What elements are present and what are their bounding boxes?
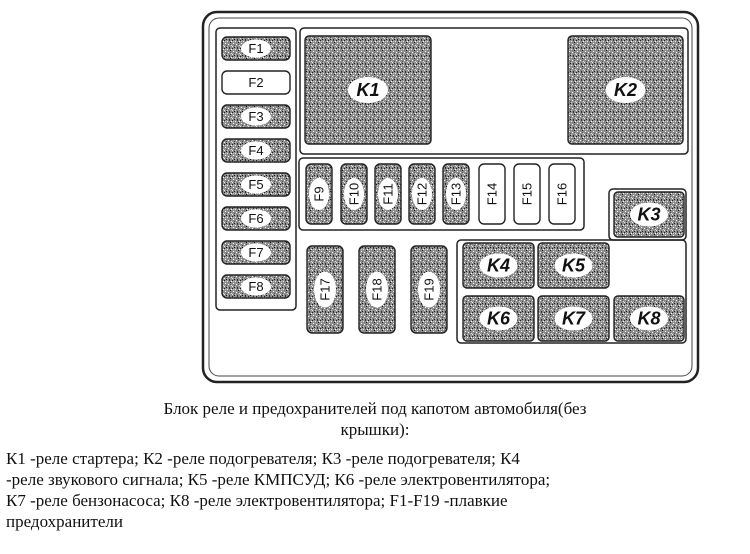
- caption-title-line1: Блок реле и предохранителей под капотом …: [163, 399, 587, 418]
- k1-label-bg: [348, 77, 388, 103]
- relay-k1: K1: [304, 35, 432, 145]
- k3-label: K3: [637, 205, 660, 225]
- k5-label: K5: [562, 256, 586, 276]
- f17-label-bg: [314, 271, 336, 308]
- caption-body-line1: К1 -реле стартера; К2 -реле подогревател…: [6, 449, 520, 468]
- caption-body-line2: -реле звукового сигнала; К5 -реле КМПСУД…: [6, 470, 551, 489]
- caption-title-line2: крышки):: [340, 420, 410, 439]
- f9-label-bg: [309, 178, 329, 210]
- k4-label-bg: [479, 253, 518, 278]
- relay-k2: K2: [567, 35, 684, 145]
- f18-label-bg: [366, 271, 388, 308]
- f6-label-bg: [241, 209, 271, 228]
- fuse-f6: F6: [221, 206, 291, 231]
- k4-label: K4: [487, 256, 510, 276]
- big-relay-group: K1 K2: [304, 35, 684, 145]
- f16-label: F16: [555, 183, 570, 205]
- k8-label-bg: [630, 306, 668, 331]
- f15-label: F15: [520, 183, 535, 205]
- k8-label: K8: [637, 309, 660, 329]
- f16-body: [548, 163, 576, 225]
- f15-body: [513, 163, 541, 225]
- f7-label: F7: [248, 245, 263, 260]
- f7-label-bg: [241, 243, 271, 262]
- fuse-f5: F5: [221, 172, 291, 197]
- mid-fuse-housing: [298, 157, 585, 231]
- mid-fuse-row: F9 F10 F11 F12 F13 F14 F15 F16: [305, 163, 576, 225]
- f12-label: F12: [415, 183, 430, 205]
- f11-label-bg: [378, 178, 398, 210]
- k6-label-bg: [479, 306, 518, 331]
- f18-label: F18: [370, 278, 385, 300]
- k6-label: K6: [487, 309, 511, 329]
- f9-label: F9: [312, 186, 327, 201]
- f19-label: F19: [422, 278, 437, 300]
- f8-label-bg: [241, 277, 271, 296]
- k1-label: K1: [356, 80, 379, 100]
- f19-label-bg: [418, 271, 440, 308]
- fuse-f12: F12: [408, 163, 436, 225]
- relay-k5: K5: [537, 242, 610, 289]
- caption-body-line4: предохранители: [6, 512, 123, 531]
- k2-label: K2: [614, 80, 637, 100]
- relay-group-housing: [456, 239, 687, 344]
- f1-label: F1: [248, 41, 263, 56]
- fuse-f15: F15: [513, 163, 541, 225]
- relay-k8: K8: [613, 295, 685, 342]
- left-fuse-housing: [215, 27, 297, 311]
- f8-label: F8: [248, 279, 263, 294]
- big-relay-housing: [299, 27, 689, 155]
- fuse-f7: F7: [221, 240, 291, 265]
- caption-body-line3: К7 -реле бензонасоса; К8 -реле электрове…: [6, 491, 508, 510]
- k7-label: K7: [562, 309, 586, 329]
- fuse-f13: F13: [442, 163, 470, 225]
- fuse-f16: F16: [548, 163, 576, 225]
- fuse-f4: F4: [221, 138, 291, 163]
- f5-label: F5: [248, 177, 263, 192]
- fuse-f2: F2: [221, 70, 291, 95]
- k2-label-bg: [605, 77, 646, 103]
- fuse-f9: F9: [305, 163, 333, 225]
- f4-label: F4: [248, 143, 263, 158]
- f10-label-bg: [344, 178, 364, 210]
- k3-label-bg: [630, 202, 668, 227]
- f14-label: F14: [485, 183, 500, 205]
- fuse-f11: F11: [374, 163, 402, 225]
- fuse-f14: F14: [478, 163, 506, 225]
- f17-label: F17: [318, 278, 333, 300]
- f3-label: F3: [248, 109, 263, 124]
- f3-label-bg: [241, 107, 271, 126]
- outer-box-inner: [208, 17, 693, 377]
- tall-fuse-group: F17 F18 F19: [306, 245, 448, 334]
- f11-label: F11: [381, 183, 396, 204]
- f2-label: F2: [248, 75, 263, 90]
- f10-label: F10: [347, 183, 362, 205]
- f14-body: [478, 163, 506, 225]
- fuse-f17: F17: [306, 245, 344, 334]
- fuse-f19: F19: [410, 245, 448, 334]
- relay-k3: K3: [613, 191, 685, 238]
- k5-label-bg: [554, 253, 593, 278]
- k7-label-bg: [554, 306, 593, 331]
- relay-k4: K4: [462, 242, 535, 289]
- fuse-f3: F3: [221, 104, 291, 129]
- f1-label-bg: [241, 39, 271, 58]
- f4-label-bg: [241, 141, 271, 160]
- f13-label: F13: [449, 183, 464, 205]
- relay-k6: K6: [462, 295, 535, 342]
- fuse-f18: F18: [358, 245, 396, 334]
- f12-label-bg: [412, 178, 432, 210]
- f5-label-bg: [241, 175, 271, 194]
- f13-label-bg: [446, 178, 466, 210]
- f6-label: F6: [248, 211, 263, 226]
- fuse-f8: F8: [221, 274, 291, 299]
- fuse-f10: F10: [340, 163, 368, 225]
- relay-k7: K7: [537, 295, 610, 342]
- fuse-f1: F1: [221, 36, 291, 61]
- f2-body: [221, 70, 291, 95]
